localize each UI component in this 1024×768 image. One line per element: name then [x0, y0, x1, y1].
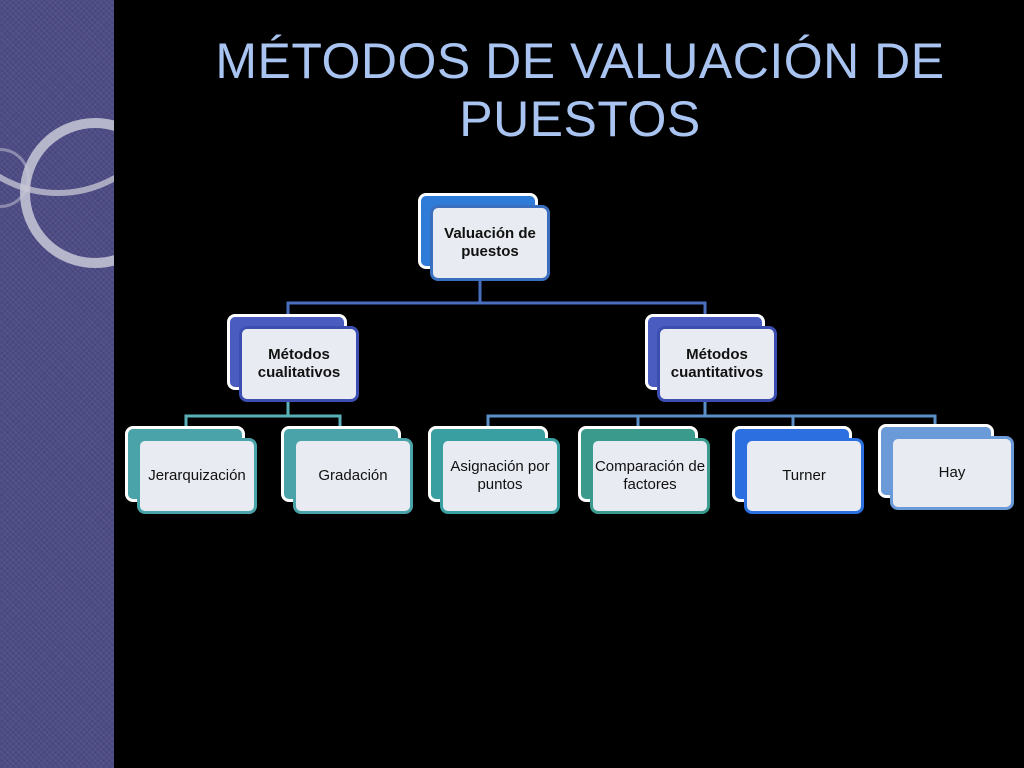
- slide-title: MÉTODOS DE VALUACIÓN DE PUESTOS: [150, 32, 1010, 148]
- node-asignacion-box: Asignación por puntos: [440, 438, 560, 514]
- node-comparacion-label: Comparación de factores: [594, 458, 706, 493]
- node-turner-box: Turner: [744, 438, 864, 514]
- node-gradacion-label: Gradación: [318, 467, 388, 484]
- title-line-1: MÉTODOS DE VALUACIÓN DE: [215, 33, 945, 89]
- node-hay-label: Hay: [938, 464, 966, 481]
- node-cualitativos-label: Métodos cualitativos: [257, 346, 341, 381]
- node-asignacion-label: Asignación por puntos: [450, 458, 550, 493]
- connector-root-branches: [286, 278, 707, 318]
- node-jerarquizacion-label: Jerarquización: [148, 467, 246, 484]
- node-cuantitativos-box: Métodos cuantitativos: [657, 326, 777, 402]
- node-cuantitativos-label: Métodos cuantitativos: [670, 346, 764, 381]
- node-gradacion-box: Gradación: [293, 438, 413, 514]
- decorative-sidebar: [0, 0, 114, 768]
- node-turner-label: Turner: [782, 467, 826, 484]
- node-cualitativos-box: Métodos cualitativos: [239, 326, 359, 402]
- node-root-label: Valuación de puestos: [444, 225, 536, 260]
- node-jerarquizacion-box: Jerarquización: [137, 438, 257, 514]
- node-root-box: Valuación de puestos: [430, 205, 550, 281]
- title-line-2: PUESTOS: [459, 91, 701, 147]
- connector-cuantitativos-children: [486, 398, 937, 430]
- node-comparacion-box: Comparación de factores: [590, 438, 710, 514]
- node-hay-box: Hay: [890, 436, 1014, 510]
